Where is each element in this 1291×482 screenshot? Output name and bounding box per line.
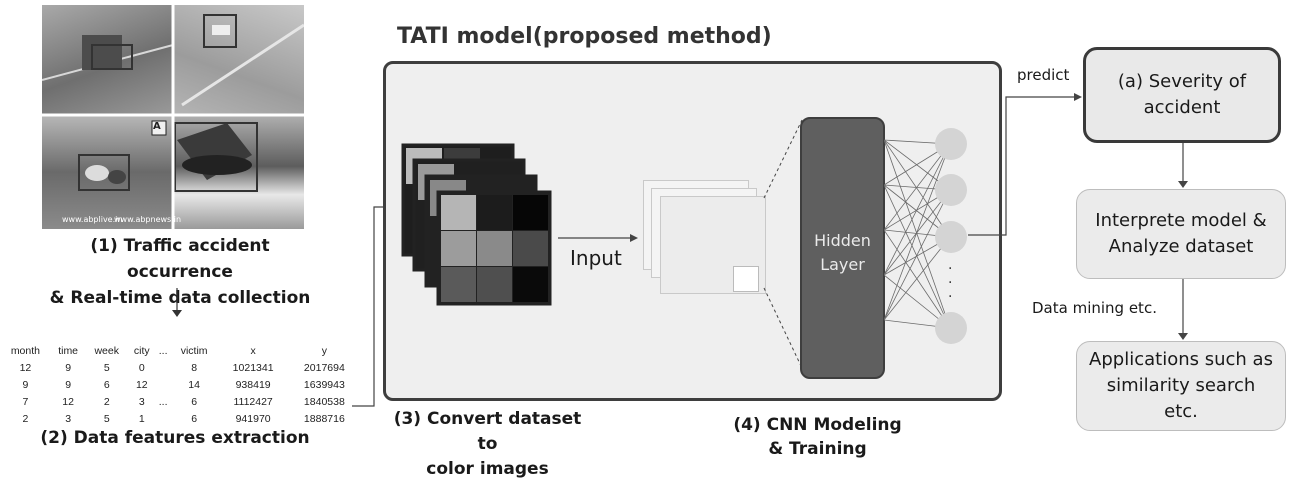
arrow-severity-to-interpret [1178, 143, 1188, 188]
table-cell: 941970 [235, 412, 271, 425]
predict-connector [968, 93, 1082, 236]
table-row: 7 12 2 3 ... 6 1112427 1840538 [0, 393, 360, 410]
severity-box: (a) Severity of accident [1083, 47, 1281, 143]
step4-caption-line1: (4) CNN Modeling [733, 415, 902, 435]
table-header-cell: y [321, 344, 327, 357]
step1-caption-line1: (1) Traffic accident occurrence [90, 236, 270, 282]
table-cell: 1639943 [303, 378, 345, 391]
hidden-layer-label: Hidden Layer [814, 231, 871, 274]
applications-label: Applications such as similarity search e… [1089, 349, 1273, 422]
output-node [935, 221, 967, 253]
table-row: 9 9 6 12 14 938419 1639943 [0, 376, 360, 393]
data-mining-label: Data mining etc. [1032, 299, 1157, 317]
table-cell: 14 [188, 378, 200, 391]
output-node [935, 174, 967, 206]
step3-caption: (3) Convert dataset to color images [385, 407, 590, 482]
table-cell: 12 [19, 361, 32, 374]
table-header-cell: ... [158, 344, 168, 357]
table-header-row: month time week city ... victim x y [0, 342, 360, 359]
table-header-cell: victim [180, 344, 208, 357]
table-cell: 938419 [235, 378, 271, 391]
table-cell: 6 [103, 378, 110, 391]
step4-caption-line2: & Training [768, 439, 867, 459]
table-cell: 1112427 [233, 395, 273, 408]
table-header-cell: x [250, 344, 256, 357]
traffic-accident-photos: A www.abplive.in www.abpnews.in [42, 5, 304, 229]
arrow-interpret-to-applications [1178, 279, 1188, 340]
table-cell: 1021341 [232, 361, 274, 374]
step1-caption-line2: & Real-time data collection [49, 288, 311, 308]
projection-lines [763, 119, 803, 369]
photo-sign: A [153, 121, 161, 132]
table-cell [156, 359, 171, 376]
table-cell: 5 [103, 412, 110, 425]
table-cell [156, 376, 171, 393]
table-header-cell: month [10, 344, 40, 357]
table-cell: 9 [22, 378, 29, 391]
table-header-cell: time [58, 344, 79, 357]
step1-caption: (1) Traffic accident occurrence & Real-t… [40, 233, 320, 311]
output-node [935, 128, 967, 160]
applications-box: Applications such as similarity search e… [1076, 341, 1286, 431]
table-cell: 7 [22, 395, 29, 408]
table-cell: 9 [65, 361, 72, 374]
table-cell: 2017694 [303, 361, 345, 374]
interpret-box: Interprete model & Analyze dataset [1076, 189, 1286, 279]
table-cell: 12 [62, 395, 74, 408]
color-image-stack [401, 143, 552, 306]
diagram-title: TATI model(proposed method) [397, 24, 772, 49]
step4-caption: (4) CNN Modeling & Training [705, 413, 930, 461]
table-cell: 5 [103, 361, 110, 374]
severity-label: (a) Severity of accident [1117, 71, 1247, 118]
table-cell: 6 [191, 412, 198, 425]
feature-map-patch [733, 266, 759, 292]
table-cell: 9 [65, 378, 72, 391]
table-cell: 2 [103, 395, 110, 408]
step3-caption-line2: color images [426, 459, 549, 479]
ellipsis-dots: ··· [948, 261, 953, 305]
table-row: 2 3 5 1 6 941970 1888716 [0, 410, 360, 427]
table-header-cell: city [133, 344, 150, 357]
table-cell: 3 [138, 395, 145, 408]
network-connections [884, 139, 951, 329]
table-cell: 2 [22, 412, 29, 425]
table-cell: 1888716 [303, 412, 345, 425]
photo-watermark-left: www.abplive.in [62, 215, 123, 224]
table-header-cell: week [94, 344, 119, 357]
step3-caption-line1: (3) Convert dataset to [393, 409, 582, 454]
interpret-label: Interprete model & Analyze dataset [1095, 210, 1267, 257]
table-row: 12 9 5 0 8 1021341 2017694 [0, 359, 360, 376]
table-cell: 12 [135, 378, 148, 391]
photo-watermark-right: www.abpnews.in [114, 215, 182, 224]
input-label: Input [570, 246, 622, 270]
output-node [935, 312, 967, 344]
table-cell: ... [158, 395, 168, 408]
table-cell: 1840538 [303, 395, 345, 408]
table-cell: 6 [191, 395, 198, 408]
table-cell: 1 [138, 412, 145, 425]
table-cell: 8 [191, 361, 198, 374]
table-cell: 0 [138, 361, 145, 374]
predict-label: predict [1017, 66, 1070, 84]
step2-caption: (2) Data features extraction [40, 428, 310, 448]
input-arrow [558, 234, 638, 242]
photo-detection-overlay [42, 5, 304, 229]
arrow-step1-to-table [172, 288, 182, 317]
hidden-layer: Hidden Layer [800, 117, 885, 379]
table-cell: 3 [65, 412, 72, 425]
features-table: month time week city ... victim x y 12 9… [0, 342, 360, 427]
